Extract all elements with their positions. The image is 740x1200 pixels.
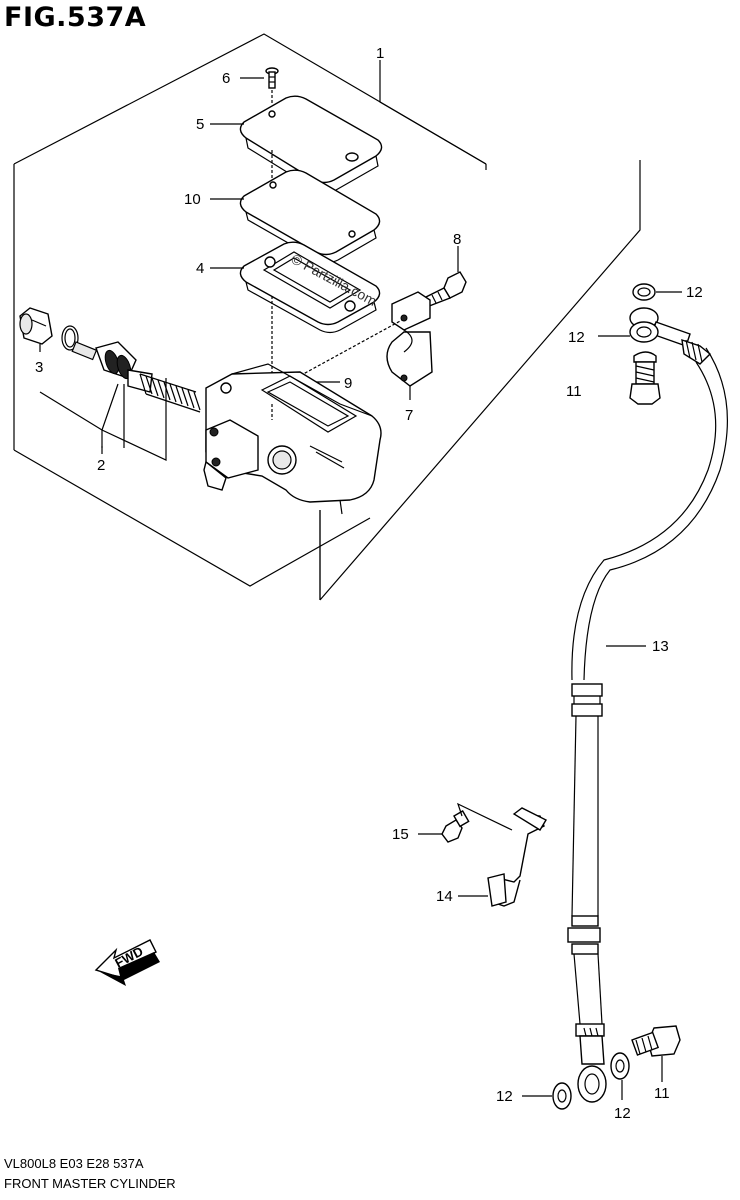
callout-3: 3 [35, 359, 43, 376]
callout-2: 2 [97, 457, 105, 474]
leader-2 [39, 378, 167, 461]
piston-assembly-part [71, 341, 201, 413]
callout-6: 6 [222, 70, 230, 87]
hose-bracket-part [487, 807, 547, 907]
washer-lower-right-part [610, 1052, 630, 1080]
bracket-bolt-part [441, 810, 470, 843]
callout-14: 14 [436, 888, 453, 905]
model-code: VL800L8 E03 E28 537A [4, 1156, 144, 1171]
leader-1 [379, 60, 487, 165]
washer-lower-left-part [552, 1082, 572, 1110]
callout-12a: 12 [686, 284, 703, 301]
fwd-arrow-icon: FWD [94, 939, 160, 986]
callout-12c: 12 [496, 1088, 513, 1105]
callout-12d: 12 [614, 1105, 631, 1122]
banjo-fitting-upper [629, 307, 691, 347]
axis-15 [456, 802, 513, 831]
figure-title: FIG.537A [4, 2, 147, 33]
callout-8: 8 [453, 231, 461, 248]
callout-12b: 12 [568, 329, 585, 346]
callout-13: 13 [652, 638, 669, 655]
figure-caption: FRONT MASTER CYLINDER [4, 1176, 176, 1191]
handlebar-clamp-part [386, 291, 433, 387]
banjo-bolt-lower-part [631, 1025, 681, 1057]
callout-9: 9 [344, 375, 352, 392]
callout-7: 7 [405, 407, 413, 424]
callout-15: 15 [392, 826, 409, 843]
gasket-part [239, 241, 381, 334]
leader-2b [101, 383, 119, 448]
snap-ring-part [61, 325, 79, 351]
screw-part [265, 67, 279, 89]
piston-boot-part [19, 307, 53, 345]
callout-10: 10 [184, 191, 201, 208]
axis-9 [295, 319, 403, 379]
callout-4: 4 [196, 260, 204, 277]
master-cylinder-body [203, 363, 382, 515]
callout-1: 1 [376, 45, 384, 62]
callout-11a: 11 [566, 383, 582, 400]
brake-hose-part [567, 338, 728, 1065]
banjo-bolt-upper-part [629, 351, 661, 405]
banjo-fitting-lower [577, 1065, 607, 1103]
washer-upper-part [632, 283, 656, 301]
callout-5: 5 [196, 116, 204, 133]
callout-11b: 11 [654, 1085, 670, 1102]
